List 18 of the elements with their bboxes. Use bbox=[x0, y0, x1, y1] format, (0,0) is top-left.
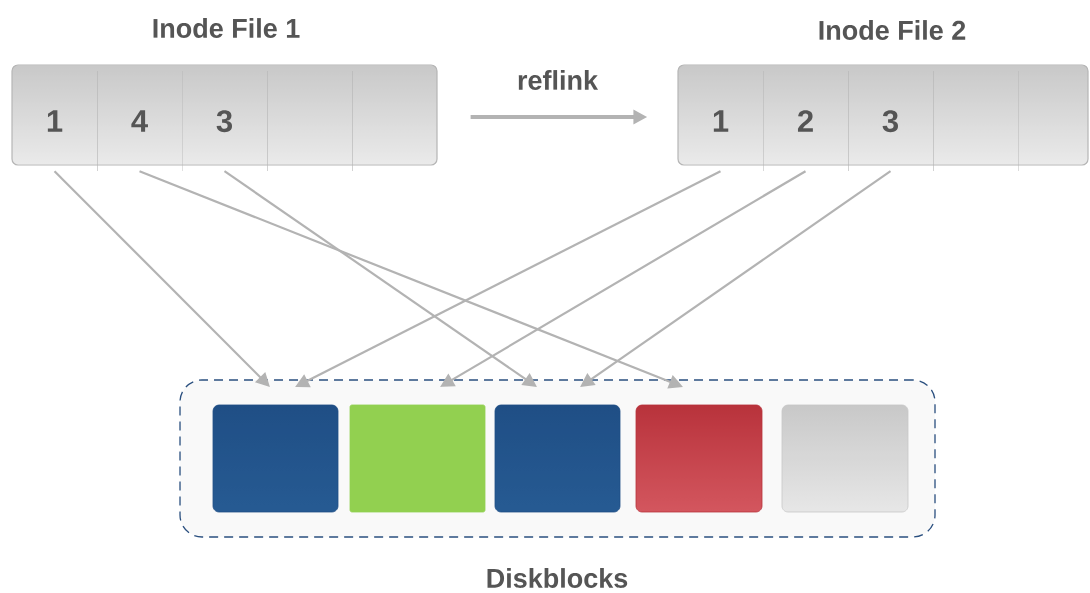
table-cell: 2 bbox=[763, 71, 813, 171]
disk-block bbox=[349, 404, 486, 513]
table-title: Inode File 2 bbox=[819, 20, 966, 40]
disk-block bbox=[781, 404, 909, 513]
table-cell: 1 bbox=[47, 110, 63, 132]
table-cell: 4 bbox=[97, 71, 148, 171]
edge-label: reflink bbox=[515, 68, 600, 92]
arrow bbox=[580, 170, 892, 387]
table-cell: 3 bbox=[182, 71, 232, 171]
arrow bbox=[53, 170, 270, 387]
table-cell: 3 bbox=[848, 71, 898, 171]
disk-block bbox=[494, 404, 621, 513]
table-title: Inode File 1 bbox=[153, 18, 300, 38]
disk-block bbox=[212, 404, 339, 513]
disk-block bbox=[635, 404, 763, 513]
arrow bbox=[223, 170, 537, 387]
table-cell: 1 bbox=[713, 110, 729, 132]
group-label: Diskblocks bbox=[487, 568, 628, 588]
